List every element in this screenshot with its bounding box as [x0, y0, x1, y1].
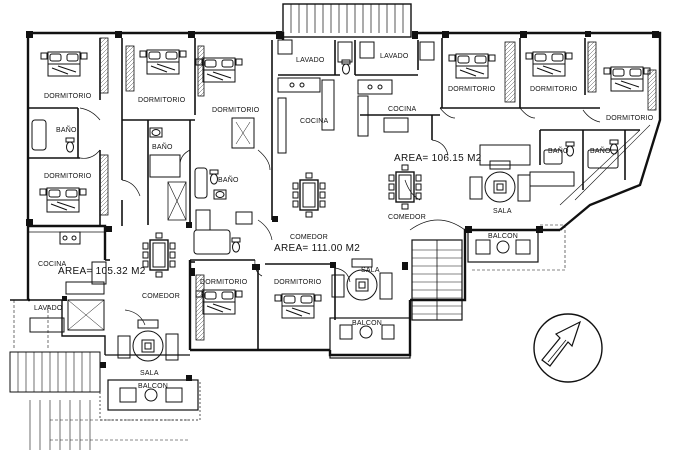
room-label: BALCON [352, 320, 382, 327]
room-label: COMEDOR [290, 234, 328, 241]
room-label: COMEDOR [142, 293, 180, 300]
unit-area-label: AREA= 111.00 M2 [274, 243, 361, 254]
room-label: DORMITORIO [200, 279, 248, 286]
room-label: BAÑO [590, 148, 611, 155]
room-label: COMEDOR [388, 214, 426, 221]
room-label: DORMITORIO [44, 93, 92, 100]
room-label: DORMITORIO [530, 86, 578, 93]
room-label: DORMITORIO [606, 115, 654, 122]
room-label: BALCON [488, 233, 518, 240]
unit-area-label: AREA= 106.15 M2 [394, 153, 482, 164]
room-label: DORMITORIO [138, 97, 186, 104]
room-label: DORMITORIO [212, 107, 260, 114]
room-label: SALA [140, 370, 159, 377]
room-label: BAÑO [152, 144, 173, 151]
room-label: BAÑO [218, 177, 239, 184]
north-arrow-icon [533, 313, 603, 383]
room-label: DORMITORIO [274, 279, 322, 286]
room-label: DORMITORIO [44, 173, 92, 180]
room-label: COCINA [300, 118, 329, 125]
room-label: SALA [361, 267, 380, 274]
room-label: LAVADO [296, 57, 325, 64]
room-label: LAVADO [34, 305, 63, 312]
unit-area-label: AREA= 105.32 M2 [58, 266, 146, 277]
room-label: DORMITORIO [448, 86, 496, 93]
room-label: COCINA [388, 106, 417, 113]
room-label: COCINA [38, 261, 67, 268]
room-label: BALCON [138, 383, 168, 390]
room-label: BAÑO [56, 127, 77, 134]
room-label: SALA [493, 208, 512, 215]
room-label: BAÑO [548, 148, 569, 155]
room-label: LAVADO [380, 53, 409, 60]
